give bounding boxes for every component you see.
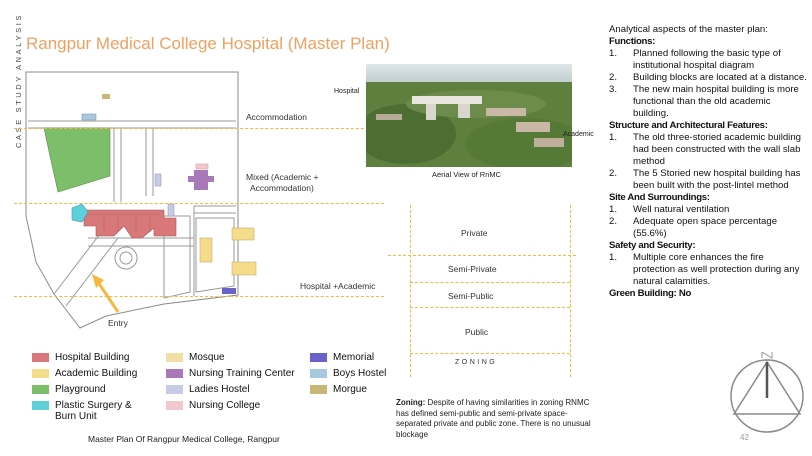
north-arrow-icon bbox=[730, 352, 804, 433]
zone-label-mixed-2: Accommodation) bbox=[250, 183, 314, 193]
zoning-line-2 bbox=[410, 282, 570, 283]
zone-semi-private: Semi-Private bbox=[448, 264, 497, 274]
legend-academic-building: Academic Building bbox=[32, 368, 137, 379]
structure-list: 1.The old three-storied academic buildin… bbox=[609, 132, 807, 192]
list-item: 1.Multiple core enhances the fire protec… bbox=[609, 252, 800, 287]
zone-label-accommodation: Accommodation bbox=[246, 112, 307, 122]
zone-line-accommodation bbox=[14, 128, 384, 129]
zoning-note-bold: Zoning: bbox=[396, 398, 426, 407]
zoning-left-border bbox=[410, 205, 411, 377]
legend-swatch bbox=[32, 353, 49, 362]
legend-ladies-hostel: Ladies Hostel bbox=[166, 384, 250, 395]
structure-heading: Structure and Architectural Features: bbox=[609, 120, 768, 131]
safety-heading: Safety and Security: bbox=[609, 240, 696, 251]
functions-list: 1.Planned following the basic type of in… bbox=[609, 48, 807, 120]
safety-list: 1.Multiple core enhances the fire protec… bbox=[609, 252, 807, 288]
zone-line-mixed bbox=[14, 203, 384, 204]
site-heading: Site And Surroundings: bbox=[609, 192, 710, 203]
legend-memorial: Memorial bbox=[310, 352, 374, 363]
legend-morgue: Morgue bbox=[310, 384, 367, 395]
road-lower bbox=[193, 205, 236, 296]
legend-boys-hostel: Boys Hostel bbox=[310, 368, 386, 379]
nursing-college bbox=[195, 163, 209, 170]
legend-nursing-college: Nursing College bbox=[166, 400, 260, 411]
zoning-note-text: Despite of having similarities in zoning… bbox=[396, 398, 591, 439]
list-item: 1.The old three-storied academic buildin… bbox=[609, 132, 801, 167]
legend-swatch bbox=[32, 385, 49, 394]
legend-swatch bbox=[310, 353, 327, 362]
legend-swatch bbox=[166, 401, 183, 410]
morgue bbox=[102, 94, 110, 99]
entry-label: Entry bbox=[108, 318, 128, 328]
boys-hostel bbox=[81, 113, 97, 121]
list-item: 2.Adequate open space percentage (55.6%) bbox=[609, 216, 778, 239]
road-mid bbox=[113, 128, 154, 202]
zone-label-hospital-academic: Hospital +Academic bbox=[300, 281, 376, 291]
plastic-surgery-unit bbox=[71, 203, 89, 223]
zoning-line-1 bbox=[388, 255, 576, 256]
aerial-label-academic: Academic bbox=[563, 131, 594, 138]
legend-swatch bbox=[166, 353, 183, 362]
memorial bbox=[222, 288, 236, 294]
legend-swatch bbox=[32, 369, 49, 378]
list-item: 1.Planned following the basic type of in… bbox=[609, 48, 781, 71]
page-title: Rangpur Medical College Hospital (Master… bbox=[26, 34, 390, 53]
ladies-hostel bbox=[154, 173, 162, 187]
aerial-caption: Aerial View of RnMC bbox=[432, 170, 502, 179]
academic-building bbox=[199, 237, 213, 263]
zoning-line-4 bbox=[410, 353, 570, 354]
roundabout bbox=[114, 246, 138, 270]
zone-public: Public bbox=[465, 327, 489, 337]
legend-swatch bbox=[166, 369, 183, 378]
master-plan-map bbox=[25, 71, 257, 329]
zoning-note: Zoning: Despite of having similarities i… bbox=[396, 398, 602, 440]
legend-nursing-training-center: Nursing Training Center bbox=[166, 368, 295, 379]
zone-label-mixed-1: Mixed (Academic + bbox=[246, 172, 319, 182]
list-item: 2.The 5 Storied new hospital building ha… bbox=[609, 168, 801, 191]
green-building: Green Building: No bbox=[609, 288, 692, 299]
legend-playground: Playground bbox=[32, 384, 106, 395]
page-number: 42 bbox=[740, 433, 749, 442]
analysis-panel: Analytical aspects of the master plan: F… bbox=[609, 24, 807, 300]
zone-line-hospital bbox=[14, 296, 384, 297]
legend-mosque: Mosque bbox=[166, 352, 225, 363]
road-entry bbox=[53, 225, 119, 307]
aerial-label-hospital: Hospital bbox=[334, 88, 360, 95]
zoning-line-3 bbox=[410, 307, 570, 308]
legend-swatch bbox=[166, 385, 183, 394]
aerial-photo bbox=[366, 64, 572, 167]
zoning-heading: ZONING bbox=[455, 359, 498, 366]
legend-swatch bbox=[32, 401, 49, 410]
legend-swatch bbox=[310, 385, 327, 394]
map-caption: Master Plan Of Rangpur Medical College, … bbox=[88, 434, 280, 444]
list-item: 2.Building blocks are located at a dista… bbox=[609, 72, 807, 83]
legend-hospital-building: Hospital Building bbox=[32, 352, 130, 363]
hospital-building bbox=[83, 209, 177, 239]
legend-swatch bbox=[310, 369, 327, 378]
entry-arrow bbox=[96, 281, 120, 313]
zone-semi-public: Semi-Public bbox=[448, 291, 494, 301]
analysis-intro: Analytical aspects of the master plan: bbox=[609, 24, 768, 35]
zoning-right-border bbox=[570, 205, 571, 377]
list-item: 1.Well natural ventilation bbox=[609, 204, 730, 215]
legend-plastic-surgery: Plastic Surgery &Burn Unit bbox=[32, 400, 132, 422]
functions-heading: Functions: bbox=[609, 36, 656, 47]
zone-private: Private bbox=[461, 228, 488, 238]
site-list: 1.Well natural ventilation 2.Adequate op… bbox=[609, 204, 807, 240]
list-item: 3.The new main hospital building is more… bbox=[609, 84, 799, 119]
